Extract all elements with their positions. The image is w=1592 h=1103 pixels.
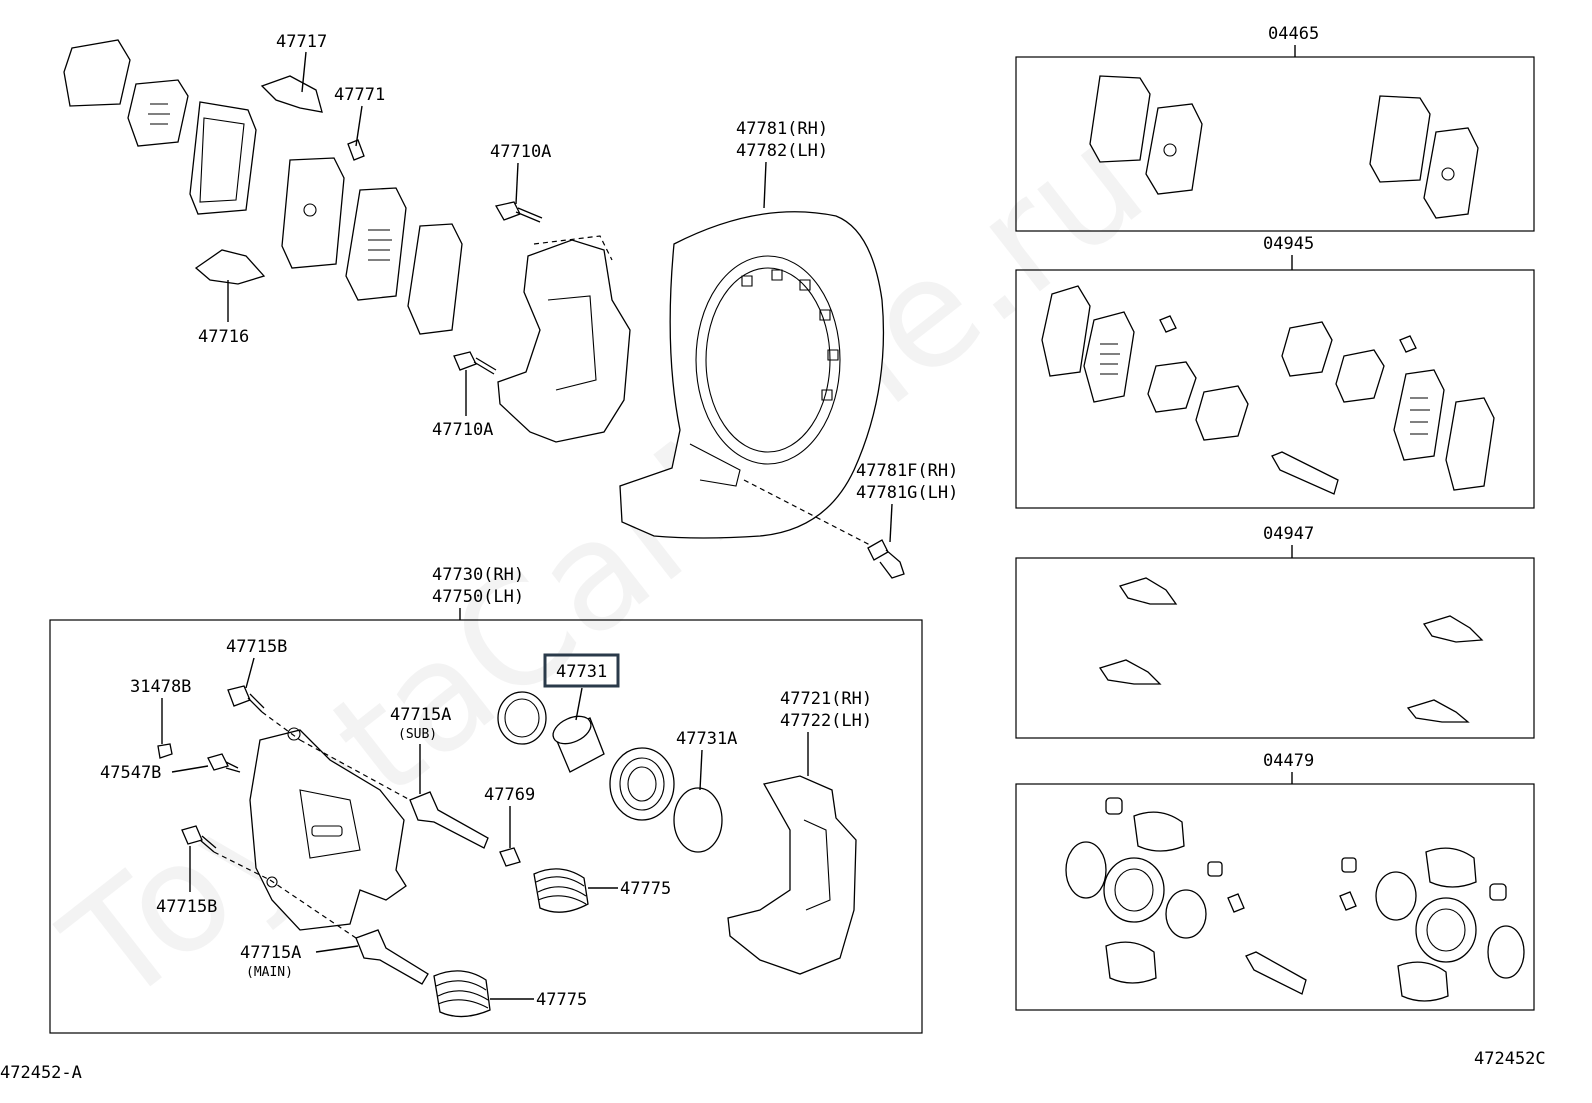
caliper-bleeder-plug[interactable] xyxy=(227,685,265,713)
caliper-mounting-rh[interactable] xyxy=(727,775,857,975)
dash-47715B-lower xyxy=(213,851,271,881)
pad-friction-face xyxy=(199,117,245,203)
leader-47715B-upper xyxy=(245,657,255,689)
bleeder-cap[interactable] xyxy=(157,743,173,759)
leader-47771 xyxy=(355,105,363,147)
label-47715A-main: 47715A xyxy=(240,943,301,963)
kit-04465-pads[interactable] xyxy=(1089,75,1479,219)
pad-rear-shim[interactable] xyxy=(407,223,463,335)
bracket-bolt-upper[interactable] xyxy=(494,201,543,223)
label-47710A-lower: 47710A xyxy=(432,420,493,440)
highlight-box-47731 xyxy=(543,653,620,688)
slide-pin-main[interactable] xyxy=(355,929,429,985)
kit-04479-seal-kit[interactable] xyxy=(1065,797,1525,1002)
slide-pin-boot-lower[interactable] xyxy=(433,970,491,1018)
label-47715B-upper: 47715B xyxy=(226,637,287,657)
label-47710A-upper: 47710A xyxy=(490,142,551,162)
kit-04947-box xyxy=(1015,557,1535,739)
label-47775-lower: 47775 xyxy=(536,990,587,1010)
pad-inner[interactable] xyxy=(281,157,345,269)
label-31478B: 31478B xyxy=(130,677,191,697)
caliper-slide-bolt-lower[interactable] xyxy=(181,825,217,853)
disc-brake-dust-cover[interactable] xyxy=(619,211,885,539)
label-kit-04465: 04465 xyxy=(1268,24,1319,44)
cylinder-boot-ring[interactable] xyxy=(673,787,723,853)
label-47769: 47769 xyxy=(484,785,535,805)
leader-47781 xyxy=(763,161,767,209)
pad-shim-group xyxy=(63,39,463,335)
inner-shim-ribs xyxy=(368,229,392,261)
label-47716: 47716 xyxy=(198,327,249,347)
dash-47715B-upper xyxy=(261,711,301,741)
caliper-mounting-bracket[interactable] xyxy=(497,235,631,443)
label-47722-lh: 47722(LH) xyxy=(780,711,872,731)
label-kit-04947: 04947 xyxy=(1263,524,1314,544)
label-47781-rh: 47781(RH) xyxy=(736,119,828,139)
bleeder-plug[interactable] xyxy=(207,753,241,773)
kit-04947-support-plates[interactable] xyxy=(1098,577,1484,723)
slide-pin-boot-upper[interactable] xyxy=(533,868,589,913)
note-sub: (SUB) xyxy=(398,727,437,742)
dash-slide-pin-sub xyxy=(299,739,411,801)
cylinder-piston[interactable] xyxy=(549,711,605,773)
note-main: (MAIN) xyxy=(246,965,293,980)
footer-left-code: 472452-A xyxy=(0,1063,82,1083)
pad-outer[interactable] xyxy=(189,101,257,215)
dust-cover-bolt-dashline xyxy=(743,479,873,547)
label-kit-04945: 04945 xyxy=(1263,234,1314,254)
piston-seal-inner xyxy=(504,698,540,738)
footer-right-code: 472452C xyxy=(1474,1049,1546,1069)
label-47717: 47717 xyxy=(276,32,327,52)
leader-47710A-upper xyxy=(515,162,519,205)
label-kit-04479: 04479 xyxy=(1263,751,1314,771)
slide-bushing[interactable] xyxy=(499,847,521,867)
bracket-bolt-lower[interactable] xyxy=(453,351,497,375)
outer-anti-squeal-shim[interactable] xyxy=(63,39,131,107)
cylinder-boot[interactable] xyxy=(609,747,675,821)
caliper-cylinder-body[interactable] xyxy=(249,727,407,931)
leader-47547B xyxy=(171,765,209,773)
caliper-assembly-box xyxy=(49,619,923,1034)
kit-04479-box xyxy=(1015,783,1535,1011)
label-47771: 47771 xyxy=(334,85,385,105)
leader-47715A-main xyxy=(315,945,359,953)
label-47721-rh: 47721(RH) xyxy=(780,689,872,709)
leader-47717 xyxy=(301,51,307,93)
label-47781F-rh: 47781F(RH) xyxy=(856,461,958,481)
pad-support-plate-lower[interactable] xyxy=(194,249,266,285)
label-47730-rh: 47730(RH) xyxy=(432,565,524,585)
slide-pin-sub[interactable] xyxy=(409,791,489,849)
shim-ribs xyxy=(148,103,170,125)
dust-cover-bolt[interactable] xyxy=(867,539,905,579)
pad-inner-shim[interactable] xyxy=(345,187,407,301)
kit-04945-box xyxy=(1015,269,1535,509)
label-47750-lh: 47750(LH) xyxy=(432,587,524,607)
kit-04945-pads-shims[interactable] xyxy=(1041,285,1495,495)
label-47547B: 47547B xyxy=(100,763,161,783)
leader-47731A xyxy=(699,749,703,791)
pad-wear-indicator-hole xyxy=(303,203,317,217)
pad-wear-indicator[interactable] xyxy=(347,139,365,161)
label-47715B-lower: 47715B xyxy=(156,897,217,917)
kit-04465-box xyxy=(1015,56,1535,232)
leader-47781F xyxy=(889,503,893,543)
pad-support-plate-upper[interactable] xyxy=(260,75,323,113)
label-47775-upper: 47775 xyxy=(620,879,671,899)
inner-shim[interactable] xyxy=(127,79,189,147)
label-47781G-lh: 47781G(LH) xyxy=(856,483,958,503)
label-47782-lh: 47782(LH) xyxy=(736,141,828,161)
label-47731A: 47731A xyxy=(676,729,737,749)
label-47715A-sub: 47715A xyxy=(390,705,451,725)
label-47731[interactable]: 47731 xyxy=(556,662,607,682)
leader-47731 xyxy=(575,687,583,721)
